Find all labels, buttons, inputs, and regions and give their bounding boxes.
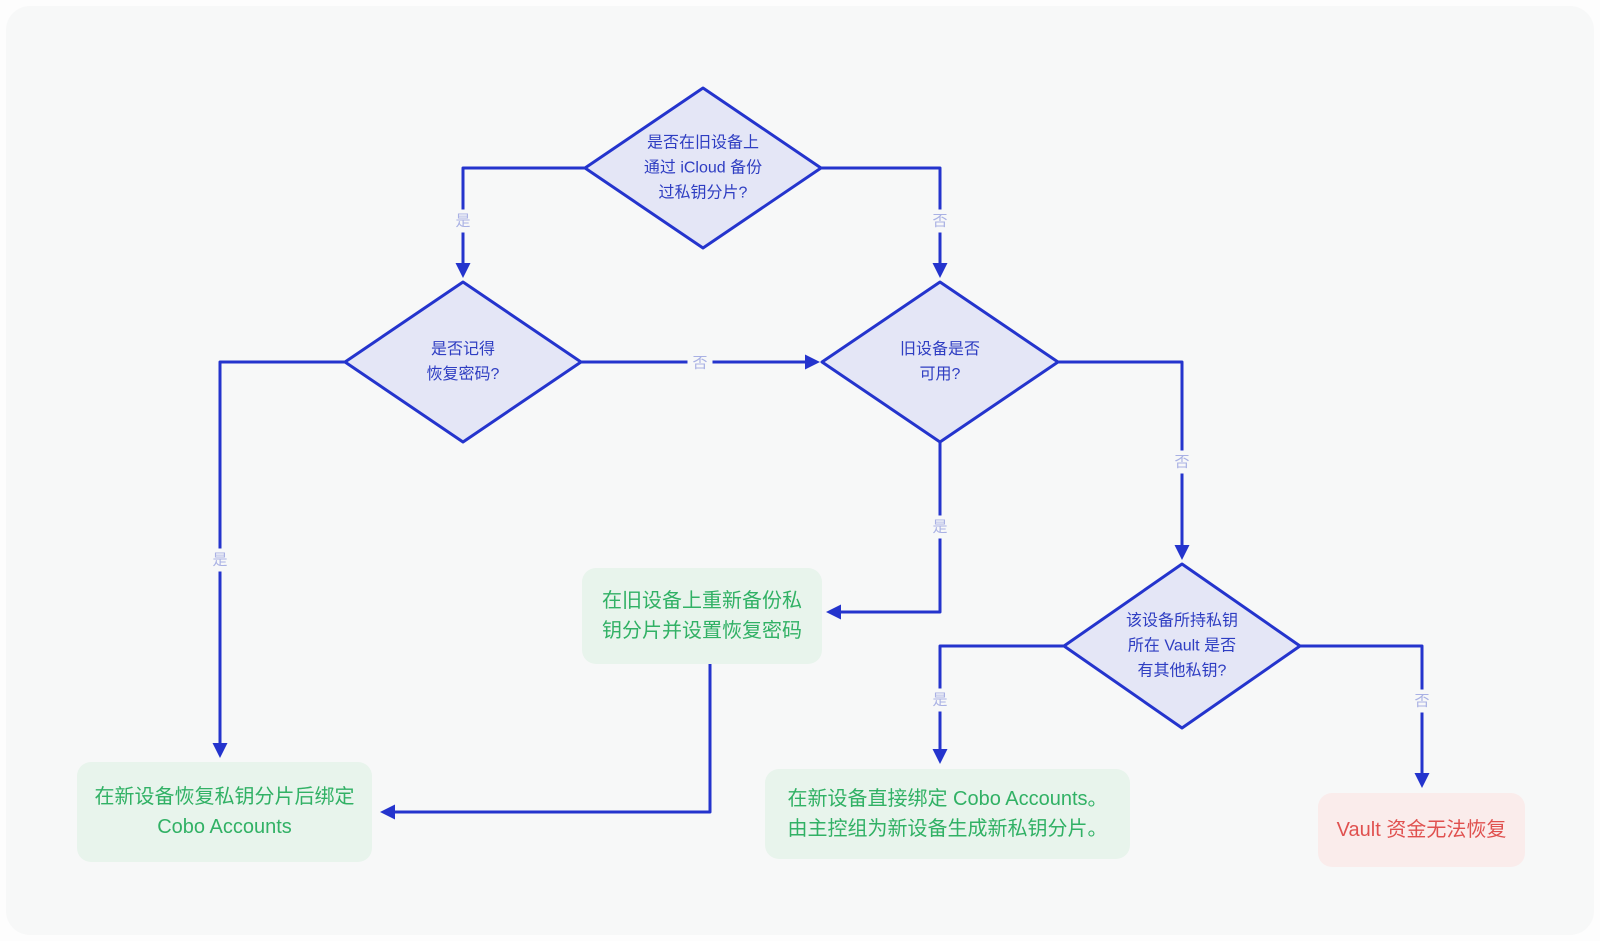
arrowhead-right-icon <box>805 354 820 370</box>
edge-d2-yes <box>218 360 345 744</box>
decision-line: 所在 Vault 是否 <box>1127 637 1237 655</box>
outcome-line: 在新设备恢复私钥分片后绑定 <box>94 786 355 808</box>
arrowhead-left-icon <box>826 604 841 620</box>
edge-label-d4-yes: 是 <box>927 688 953 712</box>
outcome-line: Vault 资金无法恢复 <box>1336 819 1507 841</box>
edge-label-d2-no: 否 <box>687 351 713 375</box>
arrowhead-down-icon <box>1414 773 1430 788</box>
decision-line: 是否记得 <box>430 341 495 358</box>
decision-line: 旧设备是否 <box>899 341 981 358</box>
edge-d1-no <box>821 166 942 264</box>
decision-line: 有其他私钥? <box>1137 662 1227 680</box>
decision-old-device-available-label: 旧设备是否 可用? <box>900 337 980 387</box>
arrowhead-down-icon <box>932 263 948 278</box>
edge-d3-no <box>1058 360 1184 546</box>
edge-d1-yes <box>461 166 585 264</box>
edge-rebackup-to-restore <box>394 664 712 814</box>
decision-remember-password-shape <box>343 280 583 444</box>
decision-vault-other-keys-shape <box>1062 562 1302 730</box>
arrowhead-down-icon <box>932 749 948 764</box>
edge-label-d1-no: 否 <box>927 209 953 233</box>
arrowhead-down-icon <box>455 263 471 278</box>
decision-remember-password-label: 是否记得 恢复密码? <box>427 337 500 387</box>
arrowhead-left-icon <box>380 804 395 820</box>
decision-icloud-backup-shape <box>583 86 823 250</box>
outcome-direct-bind-cobo: 在新设备直接绑定 Cobo Accounts。 由主控组为新设备生成新私钥分片。 <box>765 769 1130 859</box>
decision-line: 通过 iCloud 备份 <box>643 159 763 177</box>
outcome-line: 在旧设备上重新备份私 <box>602 590 802 612</box>
edge-label-d4-no: 否 <box>1409 689 1435 713</box>
edge-label-d1-yes: 是 <box>450 209 476 233</box>
edge-d4-yes <box>938 644 1064 750</box>
decision-old-device-available-shape <box>820 280 1060 444</box>
outcome-rebackup-old-device: 在旧设备上重新备份私 钥分片并设置恢复密码 <box>582 568 822 664</box>
outcome-line: 由主控组为新设备生成新私钥分片。 <box>787 818 1108 840</box>
edge-label-d3-yes: 是 <box>927 515 953 539</box>
decision-line: 是否在旧设备上 <box>646 134 760 152</box>
decision-line: 恢复密码? <box>426 366 500 383</box>
decision-line: 可用? <box>919 366 961 383</box>
edge-d4-no <box>1300 644 1424 774</box>
decision-icloud-backup-label: 是否在旧设备上 通过 iCloud 备份 过私钥分片? <box>644 131 762 206</box>
decision-line: 该设备所持私钥 <box>1125 612 1239 630</box>
arrowhead-down-icon <box>1174 545 1190 560</box>
edge-label-d2-yes: 是 <box>207 548 233 572</box>
edge-d3-yes <box>840 442 942 614</box>
decision-line: 过私钥分片? <box>658 184 748 202</box>
decision-vault-other-keys-label: 该设备所持私钥 所在 Vault 是否 有其他私钥? <box>1126 609 1238 684</box>
outcome-restore-bind-cobo: 在新设备恢复私钥分片后绑定 Cobo Accounts <box>77 762 372 862</box>
outcome-line: Cobo Accounts <box>157 816 292 838</box>
outcome-funds-unrecoverable: Vault 资金无法恢复 <box>1318 793 1525 867</box>
outcome-line: 在新设备直接绑定 Cobo Accounts。 <box>787 788 1108 810</box>
edge-label-d3-no: 否 <box>1169 450 1195 474</box>
outcome-line: 钥分片并设置恢复密码 <box>602 620 802 642</box>
arrowhead-down-icon <box>212 743 228 758</box>
